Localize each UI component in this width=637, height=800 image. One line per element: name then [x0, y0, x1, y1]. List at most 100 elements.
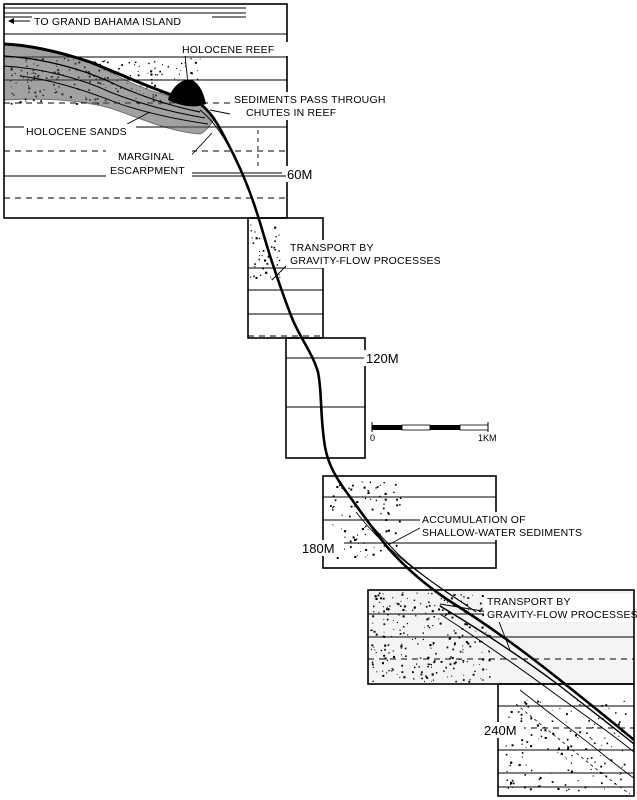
sediment-speck [398, 614, 400, 616]
depth-60m-label: 60M [287, 167, 312, 182]
sediment-speck [432, 644, 434, 646]
sediment-speck [393, 629, 395, 630]
sediment-speck [564, 784, 567, 786]
sediment-speck [413, 606, 416, 609]
sediment-speck [354, 505, 356, 508]
sediment-speck [453, 667, 455, 670]
sediment-speck [402, 592, 404, 594]
sediment-speck [480, 607, 483, 610]
sediment-speck [566, 738, 569, 741]
sediment-speck [150, 73, 153, 76]
sediment-speck [107, 61, 109, 64]
sediment-speck [600, 782, 603, 785]
sediment-speck [19, 101, 22, 104]
sediment-speck [428, 617, 430, 619]
holocene-reef-mound [168, 79, 206, 107]
sediment-speck [570, 762, 573, 764]
sediment-speck [348, 487, 350, 489]
sediment-speck [273, 246, 275, 249]
sediment-speck [586, 732, 588, 734]
sediment-speck [405, 610, 407, 612]
sediment-speck [430, 647, 432, 649]
sediment-speck [121, 64, 123, 66]
sediment-speck [402, 615, 405, 618]
sediment-speck [401, 643, 403, 645]
sediment-speck [162, 64, 163, 66]
sediment-speck [599, 748, 601, 750]
sediment-speck [176, 68, 178, 69]
sediment-speck [618, 735, 620, 737]
sediment-speck [393, 655, 396, 658]
sediment-speck [428, 601, 430, 603]
sediment-speck [134, 64, 136, 66]
sediment-speck [154, 67, 156, 69]
sediment-speck [447, 601, 448, 603]
sediment-speck [382, 674, 385, 677]
sediment-speck [433, 660, 436, 662]
sediment-speck [480, 678, 482, 680]
sediment-speck [428, 663, 431, 665]
sediment-speck [379, 485, 381, 486]
sediment-speck [482, 658, 485, 661]
sediment-speck [155, 74, 157, 76]
sediment-speck [449, 657, 451, 659]
sediment-speck [376, 486, 379, 488]
sediment-speck [539, 785, 541, 787]
sediment-speck [454, 642, 456, 645]
sediment-speck [336, 486, 339, 488]
sediment-speck [447, 634, 449, 636]
sediment-speck [336, 557, 339, 559]
sediment-speck [560, 752, 563, 755]
sediment-speck [384, 644, 387, 647]
sediment-speck [481, 595, 484, 597]
sediment-speck [443, 599, 446, 601]
sediment-speck [567, 747, 570, 750]
sediment-speck [621, 750, 624, 752]
sediment-speck [386, 659, 389, 661]
sediment-speck [540, 735, 543, 738]
sediment-speck [399, 633, 402, 635]
transport-upper-label-line1: TRANSPORT BY [290, 242, 374, 254]
sediment-speck [367, 491, 370, 494]
sediment-speck [118, 67, 120, 70]
sediment-speck [449, 663, 452, 666]
sediment-speck [196, 70, 198, 72]
sediment-speck [427, 663, 429, 665]
sediment-speck [178, 73, 180, 75]
sediment-speck [432, 625, 434, 627]
sediment-speck [138, 65, 140, 67]
sediment-speck [511, 786, 513, 788]
sediment-speck [539, 701, 541, 703]
sediment-speck [270, 276, 272, 278]
sediment-speck [547, 748, 549, 750]
sediment-speck [332, 509, 334, 511]
sediment-speck [400, 600, 402, 602]
sediment-speck [95, 62, 97, 63]
sediment-speck [387, 511, 389, 514]
sediment-speck [566, 713, 568, 716]
sediment-speck [448, 637, 451, 640]
sediment-speck [487, 633, 489, 635]
sediment-speck [438, 608, 440, 611]
sediment-speck [134, 61, 137, 63]
sediment-speck [387, 644, 390, 646]
sediment-speck [521, 739, 524, 741]
sediment-speck [552, 709, 554, 711]
marginal-escarpment-label-line1: MARGINAL [118, 151, 174, 163]
sediment-speck [140, 85, 142, 87]
profile-panels [3, 3, 635, 797]
sediment-speck [252, 242, 255, 244]
sediment-speck [344, 536, 346, 538]
sediment-speck [510, 711, 513, 714]
sediment-speck [373, 630, 376, 633]
sediment-speck [454, 632, 457, 635]
sediment-speck [75, 103, 78, 105]
sediment-speck [375, 499, 378, 502]
sediment-speck [512, 782, 515, 785]
sediment-speck [341, 514, 343, 516]
sediment-speck [479, 640, 481, 643]
sediment-speck [380, 597, 382, 600]
sediment-speck [538, 778, 541, 780]
sediment-speck [425, 612, 427, 614]
sediment-speck [379, 533, 381, 535]
